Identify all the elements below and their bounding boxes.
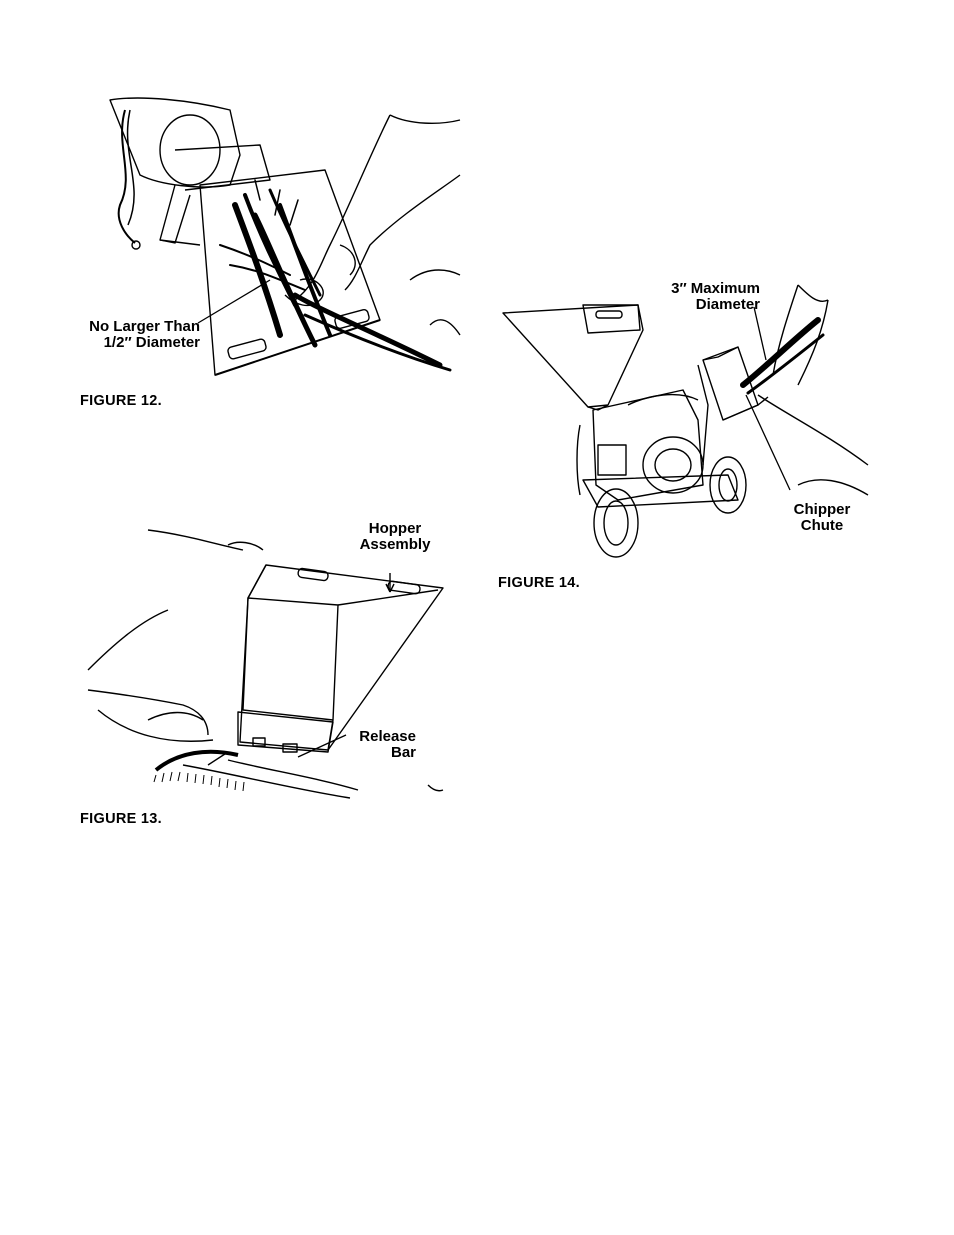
figure-13-callout-hopper: Hopper Assembly	[350, 521, 440, 553]
figure-13-callout-hopper-line1: Hopper	[350, 521, 440, 537]
figure-13-callout-release-line1: Release	[330, 729, 416, 745]
figure-14-callout-chute-line1: Chipper	[782, 502, 862, 518]
figure-12-callout-line1: No Larger Than	[80, 319, 200, 335]
figure-12-callout: No Larger Than 1/2″ Diameter	[80, 319, 200, 351]
figure-14-callout-diameter: 3″ Maximum Diameter	[640, 281, 760, 313]
figure-13	[88, 520, 443, 810]
figure-13-caption: FIGURE 13.	[80, 811, 162, 827]
figure-12-callout-line2: 1/2″ Diameter	[80, 335, 200, 351]
figure-13-callout-hopper-line2: Assembly	[350, 537, 440, 553]
figure-14-callout-diameter-line1: 3″ Maximum	[640, 281, 760, 297]
figure-14-callout-chute-line2: Chute	[782, 518, 862, 534]
figure-14-caption: FIGURE 14.	[498, 575, 580, 591]
figure-13-illustration	[88, 520, 443, 810]
figure-14-callout-diameter-line2: Diameter	[640, 297, 760, 313]
figure-13-callout-release-line2: Bar	[330, 745, 416, 761]
figure-12-caption: FIGURE 12.	[80, 393, 162, 409]
figure-14-callout-chute: Chipper Chute	[782, 502, 862, 534]
figure-13-callout-release: Release Bar	[330, 729, 416, 761]
